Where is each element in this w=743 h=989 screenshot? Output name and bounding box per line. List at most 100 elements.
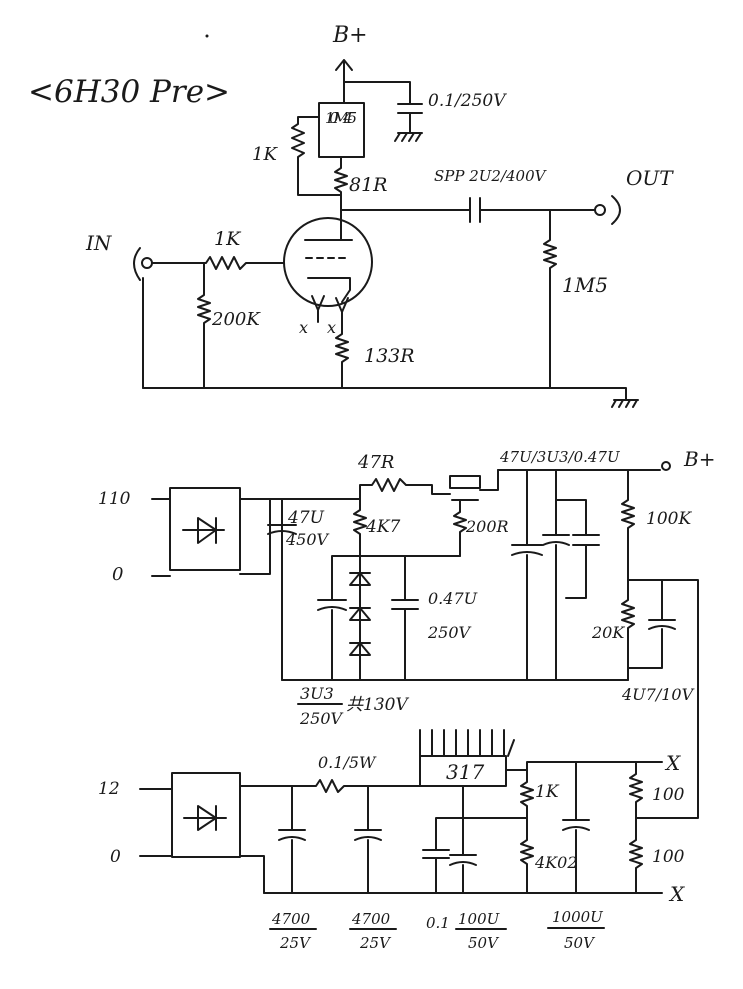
lv-supply: 12 0 0.1/5W 317 1K 4K02 bbox=[98, 729, 685, 952]
hv-out-cap3 bbox=[555, 499, 600, 599]
grid-res-label: 1K bbox=[214, 228, 242, 250]
hv-zener-v-label: 共130V bbox=[346, 695, 409, 715]
hv-trim-pot bbox=[451, 469, 521, 557]
hv-pass-device bbox=[449, 475, 481, 489]
heater-x1: x bbox=[299, 318, 308, 337]
hv-dc-out bbox=[239, 498, 271, 575]
plate-stopper bbox=[334, 156, 348, 211]
hv-out-cap1 bbox=[511, 469, 543, 681]
lv-heater-outputs bbox=[635, 761, 663, 894]
stopper-label: 81R bbox=[349, 174, 387, 196]
lv-series-resistor bbox=[291, 779, 421, 793]
bypass-capacitor bbox=[394, 103, 423, 142]
hv-zener-stack bbox=[349, 555, 371, 681]
hv-ac-hi-label: 110 bbox=[98, 489, 131, 509]
hv-cap-047-label: 0.47U bbox=[428, 589, 478, 608]
hv-caps-top-label: 47U/3U3/0.47U bbox=[499, 448, 621, 466]
lv-ac-lo-label: 0 bbox=[110, 847, 121, 867]
amp-stage: B+ 0.1/250V 10M45 1K 81R SPP 2U2/400V OU… bbox=[85, 23, 674, 408]
input-jack-shell bbox=[133, 247, 141, 281]
hv-pot-label: 200R bbox=[465, 517, 509, 536]
lv-cap3 bbox=[422, 849, 450, 894]
ccs-program-resistor bbox=[291, 116, 341, 196]
lv-reg-out bbox=[505, 761, 637, 771]
hv-bplus-label: B+ bbox=[683, 447, 715, 471]
ground-symbol bbox=[611, 399, 639, 408]
lv-cap2 bbox=[354, 785, 382, 894]
hv-zcap-label: 3U3 bbox=[300, 684, 334, 703]
lv-ac-hi-label: 12 bbox=[98, 779, 120, 799]
lv-bridge-rectifier bbox=[171, 772, 241, 858]
lv-ac-leads bbox=[139, 788, 173, 857]
hv-cap-047-v: 250V bbox=[427, 623, 472, 642]
hv-bplus-terminal[interactable] bbox=[661, 461, 671, 471]
lv-c1-label: 4700 bbox=[271, 910, 311, 928]
lv-r-top-label: 100 bbox=[652, 785, 685, 805]
bypass-cap-label: 0.1/250V bbox=[428, 91, 507, 111]
hv-div-hi-label: 100K bbox=[646, 509, 692, 529]
lv-res-label: 0.1/5W bbox=[318, 753, 377, 772]
lv-cap4 bbox=[449, 817, 477, 894]
heater-x2: x bbox=[327, 318, 336, 337]
ccs-label: 10M45 bbox=[325, 109, 357, 127]
lv-cap5 bbox=[562, 761, 590, 894]
lv-c4-v: 50V bbox=[468, 934, 500, 952]
hv-div-cap bbox=[627, 579, 676, 669]
hv-zener-res-label: 4K7 bbox=[365, 517, 401, 537]
lv-c5-label: 1000U bbox=[552, 908, 604, 926]
lv-x-bot[interactable]: X bbox=[668, 882, 685, 906]
lv-c2-label: 4700 bbox=[351, 910, 391, 928]
lv-cap1 bbox=[278, 785, 306, 894]
lv-r-bot-label: 100 bbox=[652, 847, 685, 867]
hv-heater-ref bbox=[635, 579, 699, 819]
ground-rail bbox=[142, 387, 627, 401]
load-label: 1M5 bbox=[562, 273, 608, 297]
grid-leak bbox=[197, 262, 211, 389]
coupling-capacitor bbox=[469, 197, 596, 223]
lv-x-top[interactable]: X bbox=[664, 751, 681, 775]
hv-bridge-rectifier bbox=[169, 487, 241, 571]
lv-balance-resistors bbox=[629, 761, 643, 894]
hv-cap1-v: 450V bbox=[285, 530, 330, 549]
lv-c5-v: 50V bbox=[564, 934, 596, 952]
cathode-res-label: 133R bbox=[364, 345, 415, 367]
grid-leak-label: 200K bbox=[211, 309, 261, 330]
tube-6h30 bbox=[283, 209, 373, 323]
hv-zcap-v: 250V bbox=[299, 709, 344, 728]
lv-c1-v: 25V bbox=[279, 934, 312, 952]
lv-dc-out bbox=[239, 785, 293, 894]
load-resistor bbox=[543, 209, 557, 389]
output-jack[interactable] bbox=[594, 204, 606, 216]
out-label: OUT bbox=[626, 166, 674, 190]
hv-div-cap-label: 4U7/10V bbox=[621, 685, 695, 704]
hv-out-cap2 bbox=[542, 469, 570, 681]
diagram-title: <6H30 Pre> bbox=[28, 74, 230, 110]
hv-rail-left bbox=[269, 498, 283, 681]
input-jack[interactable] bbox=[141, 257, 153, 269]
in-label: IN bbox=[85, 231, 113, 255]
hv-divider bbox=[621, 469, 635, 681]
lv-c2-v: 25V bbox=[359, 934, 392, 952]
cathode-resistor bbox=[335, 311, 349, 389]
hv-supply: 110 0 47U 450V 47R 200R 4K7 bbox=[98, 447, 715, 819]
stray-dot bbox=[205, 34, 209, 38]
bplus-wire bbox=[343, 81, 411, 105]
amp-bplus-label: B+ bbox=[332, 23, 368, 48]
hv-series-resistor bbox=[281, 478, 451, 500]
coupling-cap-label: SPP 2U2/400V bbox=[434, 167, 548, 185]
lv-reg-divider bbox=[435, 769, 534, 894]
hv-zener-feed bbox=[353, 498, 461, 557]
hv-cap1 bbox=[267, 524, 297, 535]
hv-zener-cap bbox=[317, 555, 361, 681]
hv-ac-lo-label: 0 bbox=[112, 564, 123, 585]
plate-res-label: 1K bbox=[252, 144, 278, 165]
lv-reg-r2-label: 4K02 bbox=[534, 853, 578, 872]
hv-div-lo-label: 20K bbox=[591, 623, 625, 642]
lv-c4-label: 100U bbox=[458, 910, 501, 928]
hv-cap-047 bbox=[391, 555, 419, 681]
hv-cap1-label: 47U bbox=[287, 508, 325, 528]
lv-c3-label: 0.1 bbox=[426, 914, 450, 932]
lv-reg-label: 317 bbox=[446, 760, 484, 784]
grid-stopper bbox=[151, 256, 285, 270]
